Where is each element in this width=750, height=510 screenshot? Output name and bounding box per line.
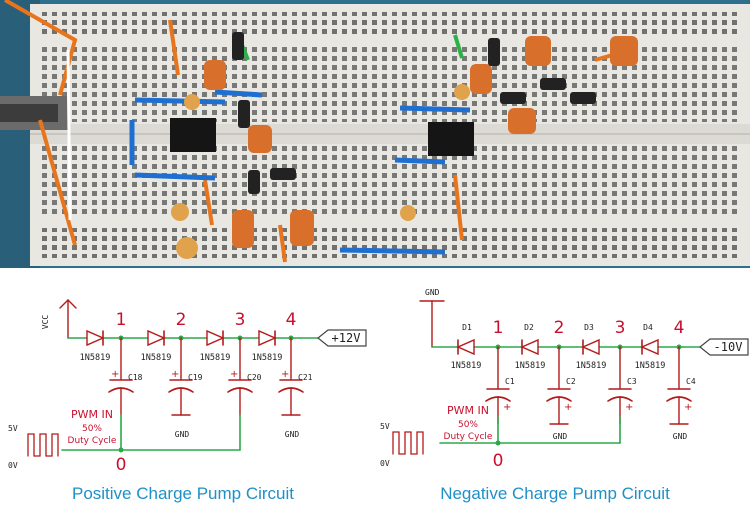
negative-pwm-low-label: 0V [380,459,390,468]
svg-text:+: + [503,402,511,413]
positive-diode-3-label: 1N5819 [200,353,231,363]
negative-diode-1 [456,338,475,356]
breadboard-photo [0,0,750,268]
negative-cap-1-label: C1 [505,377,515,386]
svg-text:+: + [684,402,692,413]
negative-cap-3-label: C3 [627,377,637,386]
positive-cap-1-label: C18 [128,373,143,382]
positive-node-4-label: 4 [286,310,297,330]
negative-diode-4-label: 1N5819 [635,361,666,371]
positive-diode-4-label: 1N5819 [252,353,283,363]
svg-text:+: + [111,369,119,380]
negative-capacitor-4: + [666,346,692,425]
svg-text:+: + [171,369,179,380]
negative-diode-4 [640,338,659,356]
negative-diode-3 [581,338,600,356]
positive-diode-2-label: 1N5819 [141,353,172,363]
negative-diode-1-ref: D1 [462,323,472,332]
positive-capacitor-1: + [108,337,134,416]
negative-diode-3-ref: D3 [584,323,594,332]
negative-pwm-waveform-icon [392,431,424,455]
positive-capacitor-3: + [227,337,253,416]
positive-cap-4-label: C21 [298,373,313,382]
negative-diode-2-label: 1N5819 [515,361,546,371]
negative-capacitor-2: + [546,346,572,425]
positive-output-label: +12V [332,331,361,345]
positive-diode-3 [206,329,225,347]
negative-supply-label: GND [425,288,440,297]
negative-node-3-label: 3 [615,318,626,338]
positive-diode-labels: 1N5819 1N5819 1N5819 1N5819 [80,353,283,363]
positive-diode-2 [147,329,166,347]
svg-text:+: + [625,402,633,413]
negative-diode-4-ref: D4 [643,323,653,332]
positive-diode-4 [258,329,277,347]
negative-pwm-label-1: PWM IN [447,404,489,417]
positive-node-0-label: 0 [116,455,127,475]
negative-cap-4-label: C4 [686,377,696,386]
negative-diode-2-ref: D2 [524,323,534,332]
positive-capacitor-2: + [168,337,194,416]
positive-pwm-low-label: 0V [8,461,18,470]
positive-title: Positive Charge Pump Circuit [72,484,294,503]
negative-gnd-2-label: GND [673,432,688,441]
svg-text:+: + [281,369,289,380]
positive-gnd-1-label: GND [175,430,190,439]
negative-pwm-label-2: 50% [458,420,478,430]
positive-gnd-2-label: GND [285,430,300,439]
positive-node-2-label: 2 [176,310,187,330]
positive-charge-pump-schematic: VCC 1N5819 1N5819 1N5819 1N5819 1 2 3 4 … [8,299,367,503]
positive-cap-3-label: C20 [247,373,262,382]
positive-pwm-waveform-icon [27,433,59,457]
negative-pwm-high-label: 5V [380,422,390,431]
negative-gnd-1-label: GND [553,432,568,441]
negative-diode-2 [520,338,539,356]
positive-diode-1-label: 1N5819 [80,353,111,363]
positive-node-3-label: 3 [235,310,246,330]
positive-supply-label: VCC [41,315,50,330]
positive-node-1-label: 1 [116,310,127,330]
positive-cap-2-label: C19 [188,373,203,382]
negative-diode-3-label: 1N5819 [576,361,607,371]
negative-cap-2-label: C2 [566,377,576,386]
negative-pwm-label-3: Duty Cycle [444,432,493,442]
negative-node-1-label: 1 [493,318,504,338]
svg-text:+: + [230,369,238,380]
negative-node-2-label: 2 [554,318,565,338]
negative-output-label: -10V [714,340,743,354]
svg-text:+: + [564,402,572,413]
positive-capacitor-4: + [278,337,304,416]
negative-charge-pump-schematic: GND D1 D2 D3 D4 1N5819 1N5819 1N5819 1N5… [380,288,749,503]
positive-pwm-label-2: 50% [82,424,102,434]
negative-node-0-label: 0 [493,451,504,471]
positive-pwm-high-label: 5V [8,424,18,433]
negative-title: Negative Charge Pump Circuit [440,484,670,503]
positive-pwm-label-3: Duty Cycle [68,436,117,446]
positive-pwm-label-1: PWM IN [71,408,113,421]
negative-node-4-label: 4 [674,318,685,338]
positive-diode-1 [86,329,105,347]
negative-diode-1-label: 1N5819 [451,361,482,371]
